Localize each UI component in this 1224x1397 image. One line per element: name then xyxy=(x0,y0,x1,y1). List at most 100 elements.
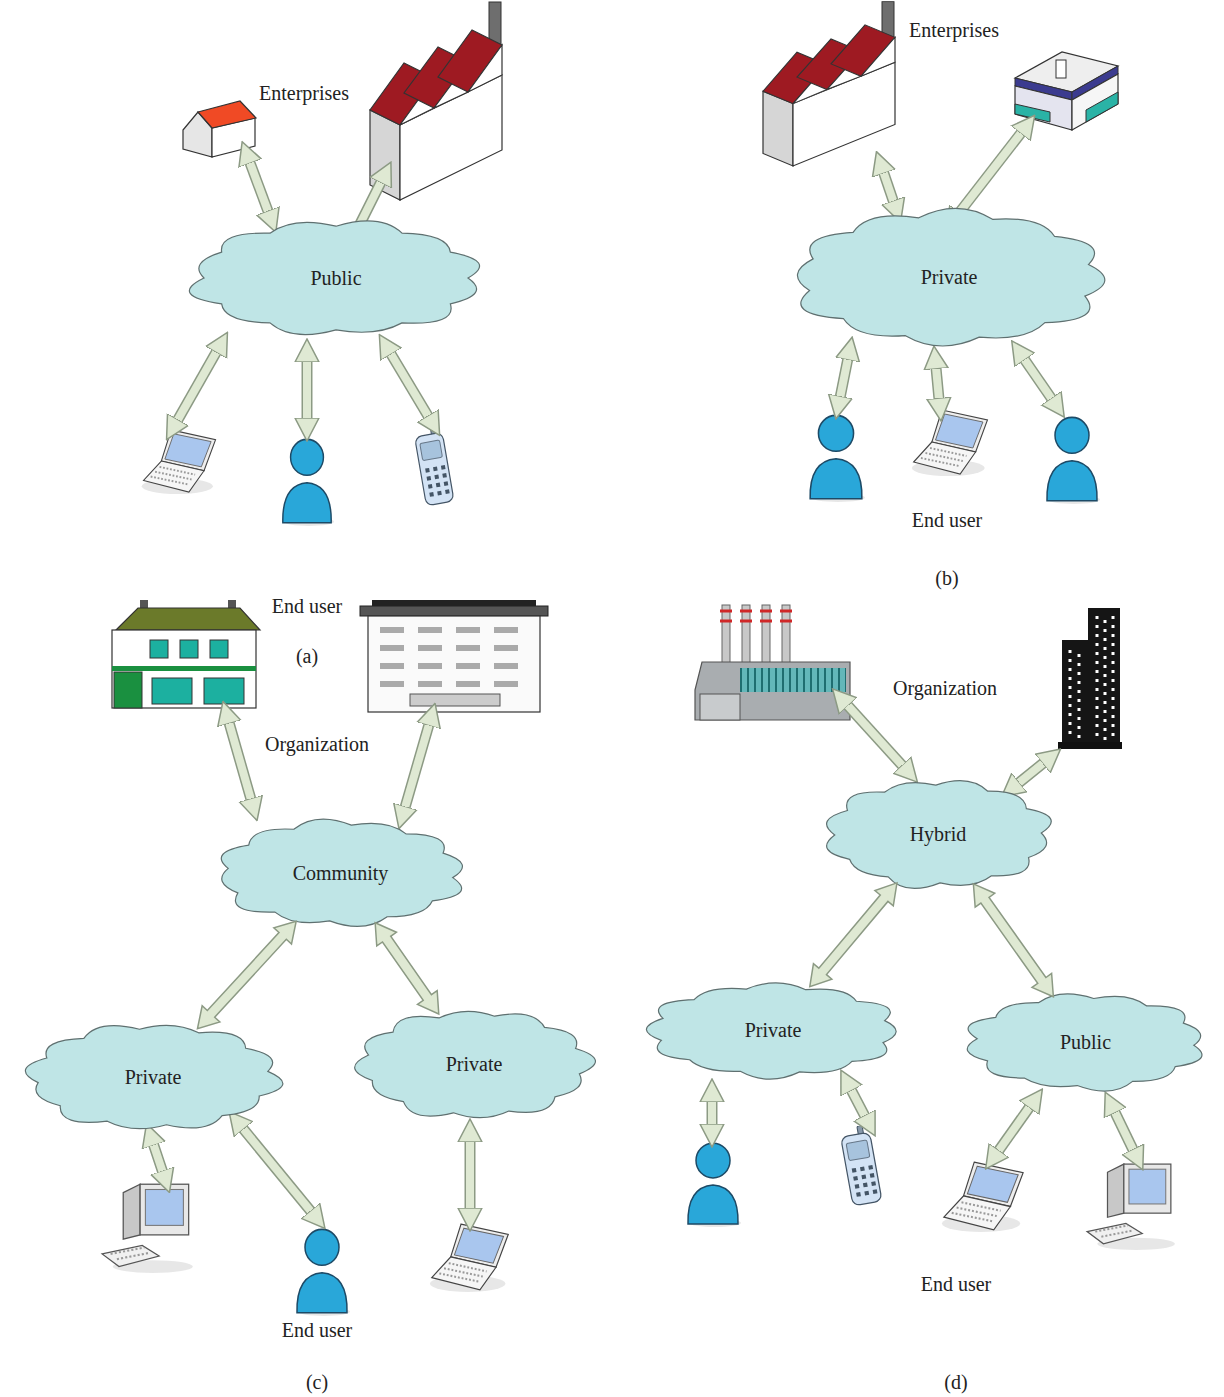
group-label: Enterprises xyxy=(259,82,349,105)
arrow-shaft xyxy=(952,124,1028,222)
phone-icon xyxy=(413,424,454,506)
laptop-icon xyxy=(942,1162,1023,1232)
shop-house-icon xyxy=(112,600,260,708)
cloud-label: Public xyxy=(310,267,361,290)
building-windows xyxy=(380,681,530,687)
cloud-node: Private xyxy=(633,973,913,1088)
cloud-label: Private xyxy=(446,1053,503,1076)
double-arrow xyxy=(1010,756,1052,790)
house-roof xyxy=(116,608,260,630)
arrow-shaft xyxy=(935,357,940,410)
cloud-shape xyxy=(189,221,479,335)
tower-icon xyxy=(1058,608,1122,749)
desktop-icon xyxy=(102,1184,193,1273)
building-front xyxy=(1072,74,1118,130)
arrow-shaft xyxy=(992,1098,1036,1160)
double-arrow xyxy=(846,1080,870,1126)
panel-label: (d) xyxy=(944,1371,967,1394)
group-label: Organization xyxy=(893,677,997,700)
laptop-icon xyxy=(142,430,216,494)
arrow-outline xyxy=(236,1120,318,1220)
double-arrow-connector xyxy=(375,923,439,1014)
arrow-shaft xyxy=(880,162,897,212)
shop-window xyxy=(152,678,192,704)
arrow-shaft xyxy=(226,712,254,810)
arrow-outline xyxy=(840,697,910,774)
cloud-shape xyxy=(25,1025,282,1128)
person-icon xyxy=(810,415,865,502)
arrow-outline xyxy=(302,350,313,430)
cloud-label: Private xyxy=(125,1066,182,1089)
cloud-node: Public xyxy=(175,208,497,348)
house-wall xyxy=(112,630,256,708)
cloud-node: Private xyxy=(12,1012,294,1142)
cloud-label: Private xyxy=(921,266,978,289)
desktop-icon xyxy=(1087,1164,1175,1250)
cloud-node: Public xyxy=(953,983,1218,1101)
arrow-outline xyxy=(385,344,434,426)
panel-label: (b) xyxy=(935,567,958,590)
arrow-outline xyxy=(707,1090,718,1136)
group-label: Enterprises xyxy=(909,19,999,42)
tower-windows xyxy=(1104,620,1107,740)
double-arrow xyxy=(470,1130,471,1220)
arrow-shaft xyxy=(236,1120,318,1220)
cloud-node: Community xyxy=(203,808,478,938)
double-arrow xyxy=(880,162,897,212)
double-arrow xyxy=(150,1134,166,1182)
cloud-shape xyxy=(827,781,1052,889)
building-roof xyxy=(360,606,548,616)
arrow-outline xyxy=(226,712,254,810)
double-arrow xyxy=(838,348,850,408)
double-arrow xyxy=(992,1098,1036,1160)
tower-windows xyxy=(1096,616,1099,740)
panel-label: (a) xyxy=(296,645,318,668)
arrow-shaft xyxy=(838,348,850,408)
arrow-outline xyxy=(1110,1102,1138,1160)
group-label: End user xyxy=(921,1273,992,1296)
tower-windows xyxy=(1069,650,1072,738)
cloud-shape xyxy=(646,983,896,1079)
panel-label: (c) xyxy=(306,1371,328,1394)
cloud-node: Private xyxy=(775,195,1123,360)
double-arrow xyxy=(307,350,308,430)
cloud-label: Community xyxy=(293,862,389,885)
house-icon xyxy=(183,101,256,157)
arrow-shaft xyxy=(402,714,432,818)
arrow-outline xyxy=(935,357,940,410)
cloud-shape xyxy=(967,994,1202,1091)
arrow-shaft xyxy=(1018,350,1058,408)
building-roof xyxy=(372,600,536,606)
arrow-shaft xyxy=(840,697,910,774)
arrow-outline xyxy=(150,1134,166,1182)
tower-windows xyxy=(1078,654,1081,738)
laptop-icon xyxy=(912,410,988,476)
person-icon xyxy=(297,1229,350,1316)
tower-block xyxy=(1062,640,1088,746)
cloud-node: Hybrid xyxy=(812,768,1064,900)
shop-window xyxy=(204,678,244,704)
arrow-shaft xyxy=(172,342,222,430)
house-roof xyxy=(198,101,256,128)
house-window xyxy=(210,640,228,658)
double-arrow xyxy=(246,152,272,222)
arrow-outline xyxy=(838,348,850,408)
arrow-outline xyxy=(402,714,432,818)
arrow-shaft xyxy=(466,1130,474,1220)
double-arrow xyxy=(935,357,940,410)
building-wall xyxy=(368,616,540,712)
plant-window-bars xyxy=(740,668,846,692)
shop-door xyxy=(114,672,142,708)
building-windows xyxy=(380,627,530,633)
office-building-icon xyxy=(1015,52,1118,130)
double-arrow xyxy=(1018,350,1058,408)
arrow-shaft xyxy=(385,344,434,426)
double-arrow-connector xyxy=(810,883,897,987)
arrow-shaft xyxy=(303,350,311,430)
cloud-node: Private xyxy=(343,998,605,1131)
arrow-shaft xyxy=(150,1134,166,1182)
double-arrow xyxy=(172,342,222,430)
double-arrow xyxy=(385,344,434,426)
arrow-outline xyxy=(246,152,272,222)
building-entrance xyxy=(410,694,500,706)
